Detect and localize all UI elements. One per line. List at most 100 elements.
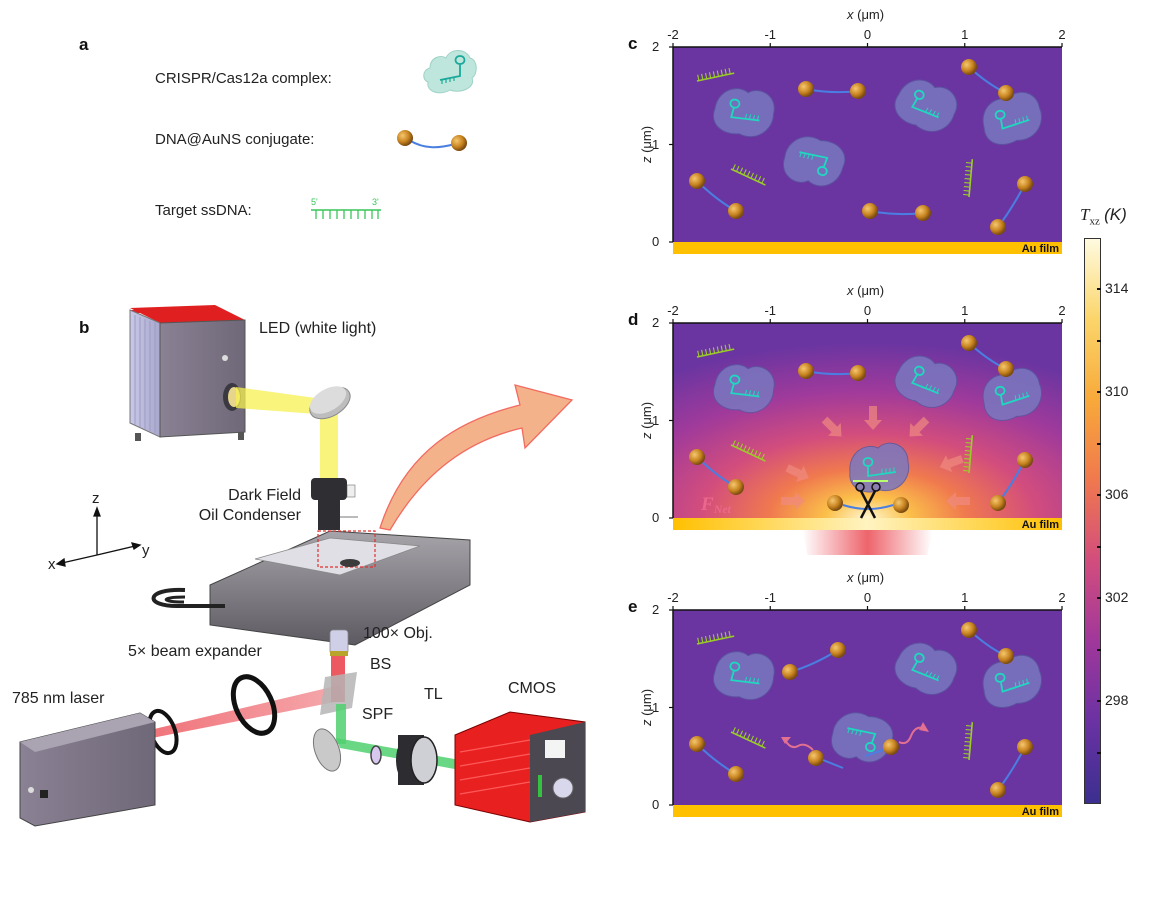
y-tick-label: 2: [652, 39, 660, 54]
gold-nanosphere: [798, 363, 814, 379]
gold-nanosphere: [998, 361, 1014, 377]
cmos-camera: [454, 711, 586, 823]
cas12a-complex: [849, 442, 910, 493]
gold-nanosphere: [782, 664, 798, 680]
cas12a-complex: [894, 642, 958, 695]
force-arrow: [821, 416, 842, 437]
gold-nanosphere: [689, 173, 705, 189]
au-film-label: Au film: [1022, 806, 1059, 818]
x-tick-label: 1: [961, 303, 969, 318]
x-tick-label: 1: [961, 27, 969, 42]
cas12a-trans-cleavage: [827, 442, 910, 519]
cas12a-complex: [713, 651, 775, 701]
au-film-label: Au film: [1022, 243, 1059, 255]
y-tick-label: 0: [652, 797, 660, 812]
au-film: [673, 242, 1062, 254]
colorbar: [1084, 238, 1101, 804]
colorbar-title: Txz (K): [1080, 205, 1127, 227]
panel-c-plot: Au film: [669, 43, 1063, 255]
colorbar-tick: [1097, 700, 1101, 703]
cas12a-complex: [713, 88, 775, 138]
release-arrow: [898, 726, 924, 745]
released-auns: [781, 737, 844, 769]
laser-spot: [802, 530, 933, 555]
force-arrow: [946, 492, 970, 510]
panel-c-letter: c: [628, 34, 638, 53]
target-ssdna: [730, 440, 766, 462]
cas12a-complex-icon: [423, 50, 477, 94]
gold-nanosphere: [798, 81, 814, 97]
gold-nanosphere: [990, 782, 1006, 798]
y-tick-label: 2: [652, 602, 660, 617]
force-arrow: [785, 464, 809, 483]
y-tick-label: 0: [652, 510, 660, 525]
gold-nanosphere: [961, 335, 977, 351]
gold-nanosphere: [728, 479, 744, 495]
target-ssdna: [963, 159, 974, 198]
colorbar-tick-label: 306: [1105, 486, 1129, 503]
target-ssdna: [730, 164, 766, 186]
colorbar-tick-label: 314: [1105, 280, 1129, 297]
y-tick-label: 1: [652, 699, 660, 715]
target-ssdna: [696, 67, 735, 82]
panel-a-letter: a: [79, 35, 89, 54]
panel-e-plot: Au film: [669, 606, 1063, 818]
cas12a-complex: [982, 654, 1042, 708]
au-film: [673, 518, 1062, 530]
x-axis-title: x (μm): [847, 7, 885, 22]
cas12a-complex: [894, 79, 958, 132]
gold-nanosphere: [862, 203, 878, 219]
label-spf: SPF: [362, 706, 394, 723]
y-tick-label: 0: [652, 234, 660, 249]
gold-nanosphere: [689, 449, 705, 465]
colorbar-tick: [1097, 494, 1101, 497]
x-tick-label: -2: [667, 303, 679, 318]
label-condenser-line2: Oil Condenser: [198, 507, 301, 524]
panel-e-letter: e: [628, 597, 638, 616]
ssdna-3prime-label: 3': [372, 197, 379, 207]
legend-label-cas12a: CRISPR/Cas12a complex:: [155, 70, 332, 87]
laser-source: [19, 712, 156, 827]
label-beam-expander: 5× beam expander: [128, 643, 262, 660]
released-auns: [864, 722, 929, 757]
colorbar-tick: [1097, 339, 1101, 342]
led-source: [129, 305, 246, 441]
x-tick-label: 0: [863, 590, 872, 605]
axis-label-y: y: [142, 542, 150, 559]
gold-nanosphere: [990, 219, 1006, 235]
gold-nanosphere: [961, 622, 977, 638]
y-tick-label: 1: [652, 136, 660, 152]
x-tick-label: 2: [1058, 303, 1066, 318]
colorbar-tick-label: 310: [1105, 383, 1129, 400]
label-led: LED (white light): [259, 320, 377, 337]
x-tick-label: -2: [667, 27, 679, 42]
x-tick-label: -1: [764, 590, 777, 605]
y-tick-label: 1: [652, 412, 660, 428]
target-ssdna: [696, 630, 735, 645]
label-objective: 100× Obj.: [363, 625, 433, 642]
colorbar-tick-label: 298: [1105, 692, 1129, 709]
colorbar-tick: [1097, 545, 1101, 548]
y-axis-title: z (μm): [639, 125, 655, 163]
cas12a-complex: [782, 136, 846, 187]
target-ssdna-icon: [311, 209, 381, 219]
target-ssdna: [963, 722, 974, 761]
x-tick-label: -2: [667, 590, 679, 605]
x-axis-title: x (μm): [847, 570, 885, 585]
release-arrow: [784, 739, 814, 751]
x-tick-label: 2: [1058, 590, 1066, 605]
force-arrow: [909, 416, 930, 437]
axis-label-x: x: [48, 556, 56, 573]
au-film-label: Au film: [1022, 519, 1059, 531]
legend-label-conjugate: DNA@AuNS conjugate:: [155, 131, 315, 148]
x-tick-label: -1: [764, 303, 777, 318]
colorbar-tick: [1097, 391, 1101, 394]
panel-b-letter: b: [79, 318, 90, 337]
au-film: [673, 805, 1062, 817]
colorbar-title-main: T: [1080, 205, 1090, 224]
y-axis-title: z (μm): [639, 401, 655, 439]
legend-label-target: Target ssDNA:: [155, 202, 252, 219]
x-tick-label: 0: [863, 27, 872, 42]
gold-nanosphere: [990, 495, 1006, 511]
